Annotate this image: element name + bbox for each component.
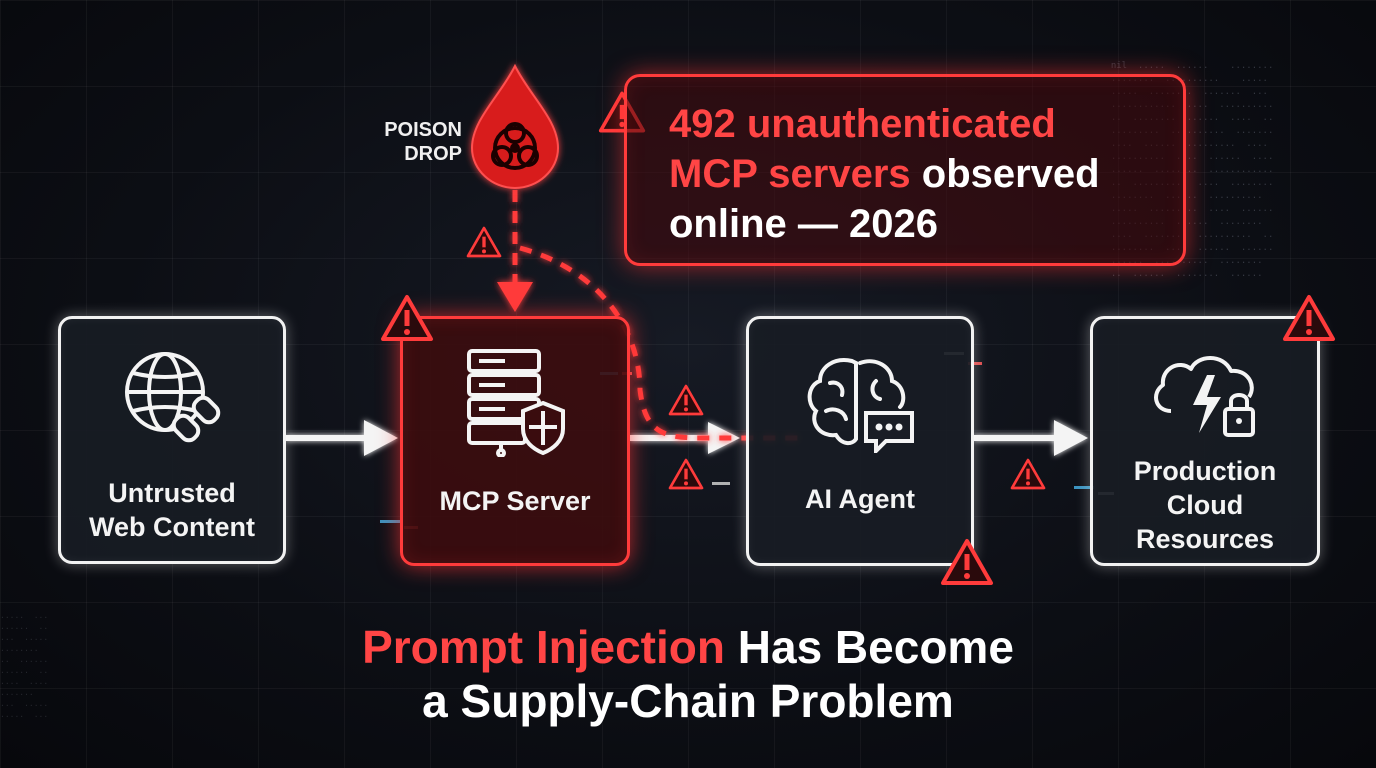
warning-icon: [1010, 458, 1046, 490]
biohazard-drop-icon: [470, 63, 560, 190]
arrow-web-to-mcp: [286, 420, 398, 456]
node-production-cloud-resources[interactable]: Production Cloud Resources: [1090, 316, 1320, 566]
node-cloud-label-line2: Cloud: [1166, 490, 1244, 520]
stat-callout: 492 unauthenticated MCP servers observed…: [624, 74, 1186, 266]
brain-chat-icon: [800, 353, 920, 458]
warning-icon: [668, 384, 704, 416]
node-untrusted-web-content[interactable]: Untrusted Web Content: [58, 316, 286, 564]
warning-icon: [381, 295, 433, 341]
headline-highlight: Prompt Injection: [362, 621, 725, 673]
server-shield-icon: [455, 347, 575, 462]
callout-highlight: MCP servers: [669, 152, 911, 196]
warning-icon: [1283, 295, 1335, 341]
poison-label-line2: DROP: [404, 143, 462, 165]
warning-icon: [941, 539, 993, 585]
arrow-agent-to-cloud: [974, 420, 1088, 456]
headline: Prompt Injection Has Become a Supply-Cha…: [0, 620, 1376, 728]
poison-injection-path: [497, 190, 533, 312]
node-cloud-label-line3: Resources: [1135, 524, 1275, 554]
warning-icon: [668, 458, 704, 490]
node-mcp-server[interactable]: MCP Server: [400, 316, 630, 566]
globe-broken-link-icon: [117, 347, 227, 452]
node-web-label-line1: Untrusted: [108, 478, 236, 508]
node-ai-agent[interactable]: AI Agent: [746, 316, 974, 566]
background-code-left: ..... ... ...... .. ... ..... ........ .…: [0, 611, 49, 719]
callout-line3: online — 2026: [669, 202, 938, 246]
callout-line1: 492 unauthenticated: [669, 102, 1056, 146]
poison-label-line1: POISON: [384, 119, 462, 141]
node-cloud-label-line1: Production: [1133, 456, 1277, 486]
poison-drop-label: POISON DROP: [362, 118, 462, 166]
headline-part1: Has Become: [724, 621, 1014, 673]
callout-observed: observed: [910, 152, 1100, 196]
node-mcp-label: MCP Server: [439, 486, 591, 516]
cloud-lock-icon: [1145, 349, 1265, 450]
node-agent-label: AI Agent: [805, 484, 915, 514]
headline-line2: a Supply-Chain Problem: [422, 675, 954, 727]
node-web-label-line2: Web Content: [89, 512, 255, 542]
warning-icon: [466, 226, 502, 258]
